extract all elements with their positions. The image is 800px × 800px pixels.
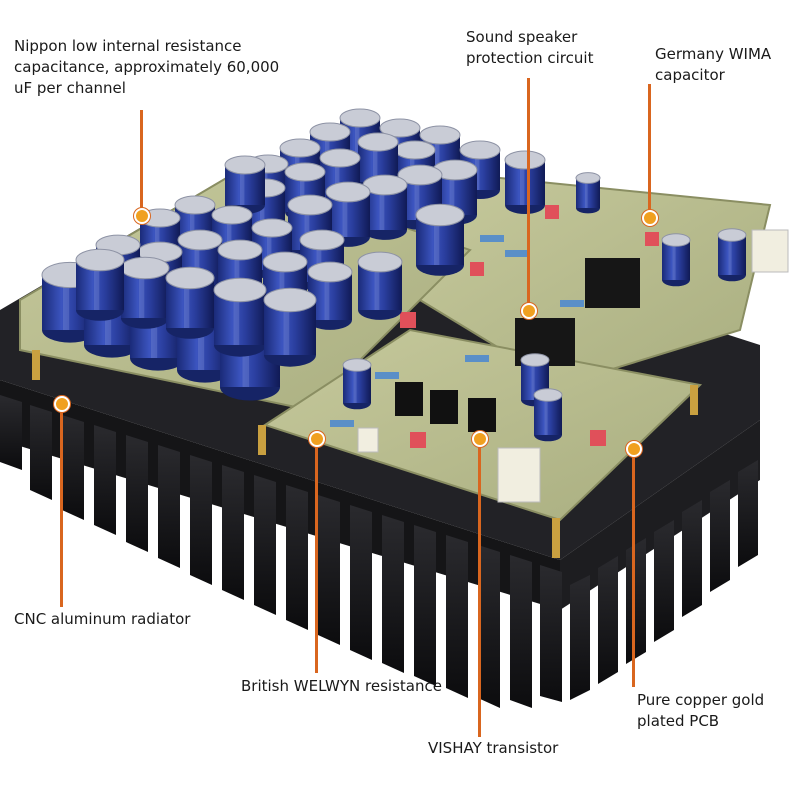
callout-wima-line2: capacitor [655,66,725,84]
leader-dot-radiator [54,396,70,412]
capacitor-can [661,233,691,287]
capacitor-can [504,150,546,214]
capacitor-can [307,261,353,330]
capacitor-can [263,287,317,367]
wima-capacitors [400,205,659,448]
leader-dot-welwyn [309,431,325,447]
callout-pcb-line1: Pure copper gold [637,691,765,709]
leader-dot-speaker-protection [521,303,537,319]
callout-wima-line1: Germany WIMA [655,45,772,63]
capacitor-can [224,155,266,214]
capacitor-can [342,358,372,410]
callout-radiator-line1: CNC aluminum radiator [14,610,191,628]
callout-wima: Germany WIMA capacitor [655,44,771,86]
leader-line-vishay [478,437,481,737]
callout-nippon: Nippon low internal resistance capacitan… [14,36,279,99]
gold-standoffs [32,350,698,558]
connectors [357,229,789,503]
capacitor-can [120,256,170,329]
callout-speaker-protection-line1: Sound speaker [466,28,578,46]
transistor-row [395,382,496,432]
callout-welwyn: British WELWYN resistance [241,676,442,697]
capacitor-can [357,251,403,320]
callout-nippon-line3: uF per channel [14,79,126,97]
leader-line-pcb [632,447,635,687]
callout-vishay-line1: VISHAY transistor [428,739,559,757]
callout-nippon-line1: Nippon low internal resistance [14,37,242,55]
callout-welwyn-line1: British WELWYN resistance [241,677,442,695]
callout-pcb: Pure copper gold plated PCB [637,690,764,732]
leader-line-welwyn [315,437,318,673]
relay-component [585,258,640,308]
callout-vishay: VISHAY transistor [428,738,558,759]
callout-radiator: CNC aluminum radiator [14,609,190,630]
leader-dot-pcb [626,441,642,457]
leader-line-nippon [140,110,143,215]
capacitor-can [75,248,125,321]
callout-speaker-protection: Sound speaker protection circuit [466,27,593,69]
capacitor-can [325,181,371,247]
capacitor-can [165,266,215,339]
leader-line-radiator [60,402,63,607]
resistor-row [330,235,584,427]
capacitor-can [533,388,563,442]
heatsink-fins [0,395,758,708]
capacitor-can [415,203,465,276]
leader-dot-nippon [134,208,150,224]
leader-line-speaker-protection [527,78,530,310]
capacitor-can [213,277,267,357]
callout-pcb-line2: plated PCB [637,712,720,730]
callout-nippon-line2: capacitance, approximately 60,000 [14,58,280,76]
leader-dot-wima [642,210,658,226]
leader-line-wima [648,84,651,216]
callout-speaker-protection-line2: protection circuit [466,49,594,67]
capacitor-can [717,228,747,282]
capacitor-can [575,172,601,214]
leader-dot-vishay [472,431,488,447]
